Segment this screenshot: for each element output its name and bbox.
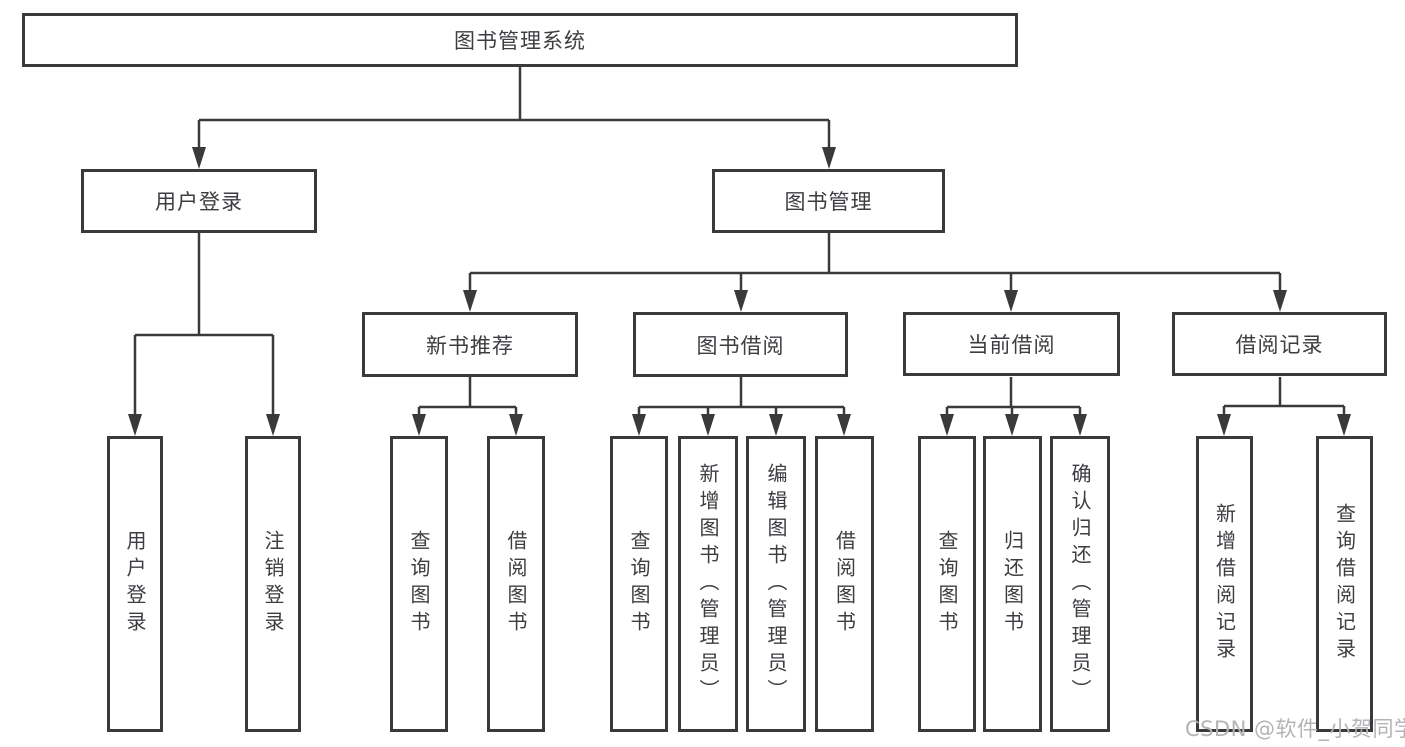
leaf-add-books-admin: 新增图书（管理员） xyxy=(678,436,738,732)
leaf-borrow-books-rec: 借阅图书 xyxy=(487,436,545,732)
node-current-borrowing: 当前借阅 xyxy=(903,312,1120,376)
node-new-book-recommend: 新书推荐 xyxy=(362,312,578,377)
connector-book-borrow-to-leaves xyxy=(637,377,846,416)
leaf-query-books-rec: 查询图书 xyxy=(390,436,448,732)
leaf-edit-books-admin: 编辑图书（管理员） xyxy=(746,436,806,732)
node-borrowing-records: 借阅记录 xyxy=(1172,312,1387,376)
node-book-management: 图书管理 xyxy=(712,169,945,233)
leaf-query-books-current: 查询图书 xyxy=(918,436,976,732)
node-system-root: 图书管理系统 xyxy=(22,13,1018,67)
leaf-return-books: 归还图书 xyxy=(983,436,1042,732)
connector-new-book-rec-to-leaves xyxy=(417,377,518,416)
connector-root-to-level2 xyxy=(197,67,831,149)
node-book-borrowing: 图书借阅 xyxy=(633,312,848,377)
leaf-query-books-borrow: 查询图书 xyxy=(610,436,668,732)
leaf-logout: 注销登录 xyxy=(245,436,301,732)
csdn-watermark: CSDN @软件_小贺同学 xyxy=(1185,717,1405,741)
node-user-login: 用户登录 xyxy=(81,169,317,233)
leaf-query-borrow-record: 查询借阅记录 xyxy=(1316,436,1373,732)
leaf-borrow-books: 借阅图书 xyxy=(815,436,874,732)
connector-current-borrow-to-leaves xyxy=(945,377,1082,416)
leaf-user-login: 用户登录 xyxy=(107,436,163,732)
connector-user-login-to-leaves xyxy=(133,233,275,416)
leaf-confirm-return-admin: 确认归还（管理员） xyxy=(1050,436,1110,732)
leaf-add-borrow-record: 新增借阅记录 xyxy=(1196,436,1253,732)
connector-book-mgmt-to-level3 xyxy=(468,233,1282,292)
connector-borrow-records-to-leaves xyxy=(1222,377,1346,416)
